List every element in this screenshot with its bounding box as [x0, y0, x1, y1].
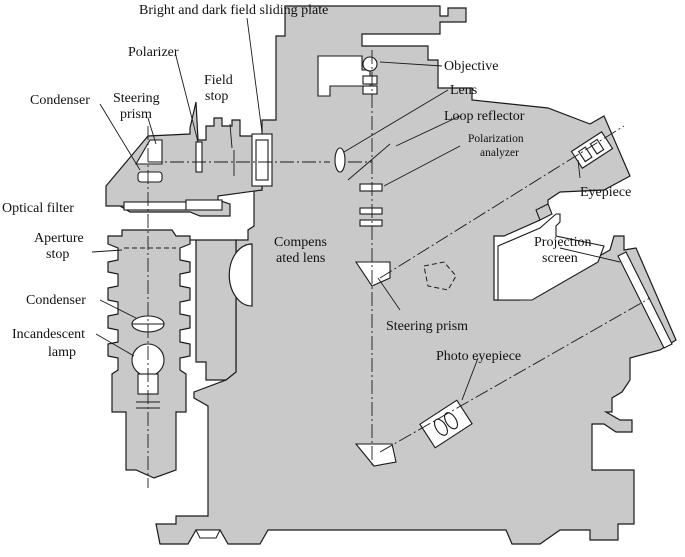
illumination-arm	[105, 101, 273, 217]
label-projection-screen-1: Projection	[534, 235, 592, 250]
label-optical-filter: Optical filter	[2, 201, 74, 216]
label-condenser-top: Condenser	[30, 93, 90, 108]
photo-eyepiece	[419, 399, 473, 449]
steering-prism-mid	[354, 261, 391, 287]
label-objective: Objective	[444, 59, 498, 74]
eyepiece	[570, 131, 614, 169]
polarization-analyzer	[359, 183, 383, 192]
steering-prism-upper	[135, 139, 163, 165]
label-field-stop-1: Field	[204, 73, 233, 88]
label-incandescent-lamp-2: lamp	[48, 345, 76, 360]
central-optics	[334, 56, 673, 467]
label-compensated-lens-1: Compens	[274, 235, 327, 250]
label-incandescent-lamp-1: Incandescent	[12, 327, 85, 342]
label-polarizer: Polarizer	[128, 45, 179, 60]
label-polarization-analyzer-2: analyzer	[480, 147, 519, 159]
stand-arm	[190, 239, 237, 381]
microscope-body	[155, 5, 677, 545]
objective-body-1	[362, 75, 378, 85]
lens	[334, 147, 346, 173]
label-steering-prism-top-1: Steering	[113, 91, 160, 106]
label-compensated-lens-2: ated lens	[276, 251, 325, 266]
optical-axes	[147, 50, 651, 488]
label-photo-eyepiece: Photo eyepiece	[436, 349, 521, 364]
label-loop-reflector: Loop reflector	[444, 109, 525, 124]
projection-screen-plate	[617, 251, 673, 349]
dashed-prism-outline	[423, 261, 457, 291]
lamp-housing	[107, 229, 191, 479]
label-lens: Lens	[450, 83, 477, 98]
label-steering-prism-lower: Steering prism	[386, 319, 468, 334]
label-condenser-lower: Condenser	[26, 293, 86, 308]
cutout-arc	[228, 243, 253, 307]
optical-filter-holder	[185, 199, 223, 211]
condenser-top-lens	[137, 171, 163, 183]
label-field-stop-2: stop	[205, 89, 228, 104]
compensated-lens-a	[359, 207, 383, 215]
objective-body-2	[362, 85, 378, 95]
steering-prism-lower	[354, 443, 397, 467]
loop-reflector	[347, 143, 391, 181]
label-aperture-stop-1: Aperture	[34, 231, 84, 246]
labels: Bright and dark field sliding plate Pola…	[2, 3, 631, 364]
sliding-plate-inner	[255, 139, 269, 181]
objective-lens	[362, 56, 378, 72]
label-aperture-stop-2: stop	[46, 247, 69, 262]
compensated-lens-b	[359, 219, 383, 227]
label-sliding-plate: Bright and dark field sliding plate	[139, 3, 328, 18]
leader-lines	[91, 17, 621, 401]
optical-filter	[123, 201, 187, 211]
label-steering-prism-top-2: prism	[120, 107, 152, 122]
label-eyepiece: Eyepiece	[580, 185, 631, 200]
polarizer-plate	[195, 141, 203, 173]
label-polarization-analyzer-1: Polarization	[468, 133, 524, 145]
label-projection-screen-2: screen	[542, 251, 578, 266]
